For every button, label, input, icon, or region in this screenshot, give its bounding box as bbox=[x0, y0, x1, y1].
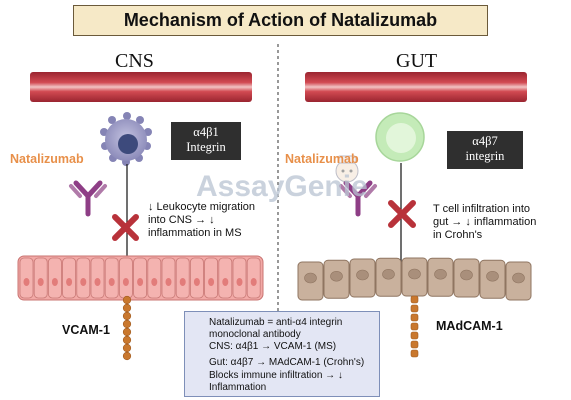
cns-endothelium bbox=[17, 255, 264, 301]
madcam1-receptor-icon bbox=[410, 295, 419, 358]
cns-effect-line-3: inflammation in MS bbox=[148, 227, 242, 239]
diagram-title: Mechanism of Action of Natalizumab bbox=[73, 5, 488, 36]
legend-item-block: Blocks immune infiltration → ↓ Inflammat… bbox=[209, 370, 343, 393]
vcam1-receptor-icon bbox=[122, 295, 132, 361]
gut-blood-vessel bbox=[305, 72, 527, 102]
legend-item-antibody-line-1: Natalizumab = anti-α4 integrin bbox=[209, 317, 343, 328]
madcam1-label: MAdCAM-1 bbox=[436, 319, 503, 333]
vcam1-label: VCAM-1 bbox=[62, 323, 110, 337]
legend-item-cns: CNS: α4β1 → VCAM-1 (MS) bbox=[209, 341, 337, 352]
cns-effect-line-2: into CNS → ↓ bbox=[148, 214, 215, 226]
gut-integrin-label: integrin bbox=[465, 149, 505, 163]
cns-natalizumab-label: Natalizumab bbox=[10, 152, 84, 166]
gut-panel-title: GUT bbox=[396, 50, 438, 72]
cns-integrin-label: Integrin bbox=[186, 140, 226, 154]
gut-epithelium bbox=[297, 257, 532, 301]
legend-item-antibody-line-2: monoclonal antibody bbox=[209, 328, 301, 340]
cns-panel-title: CNS bbox=[115, 50, 154, 72]
gut-antibody-icon bbox=[339, 180, 377, 217]
cns-effect-line-1: ↓ Leukocyte migration bbox=[148, 201, 255, 213]
gut-block-x-icon bbox=[388, 200, 416, 228]
legend-item-block-line-2: Inflammation bbox=[209, 381, 267, 393]
cns-leukocyte-icon bbox=[100, 112, 152, 166]
cns-integrin-name: α4β1 bbox=[193, 125, 219, 139]
gut-effect-line-2: gut → ↓ inflammation bbox=[433, 216, 537, 228]
cns-block-x-icon bbox=[112, 214, 139, 241]
legend-item-block-line-1: Blocks immune infiltration → ↓ bbox=[209, 370, 343, 381]
gut-natalizumab-label: Natalizumab bbox=[285, 152, 359, 166]
watermark-text: AssayGenie bbox=[196, 170, 368, 203]
watermark-mascot-icon bbox=[335, 155, 359, 183]
legend-item-antibody: Natalizumab = anti-α4 integrin monoclona… bbox=[209, 317, 342, 340]
cns-antibody-icon bbox=[69, 180, 107, 217]
gut-effect-line-1: T cell infiltration into bbox=[433, 203, 531, 215]
legend-item-gut: Gut: α4β7 → MAdCAM-1 (Crohn's) bbox=[209, 357, 365, 368]
cns-effect-text: ↓ Leukocyte migration into CNS → ↓ infla… bbox=[148, 201, 255, 240]
gut-effect-line-3: in Crohn's bbox=[433, 229, 483, 241]
gut-t-cell-icon bbox=[375, 112, 425, 162]
gut-integrin-box: α4β7 integrin bbox=[447, 131, 523, 169]
gut-integrin-name: α4β7 bbox=[472, 134, 498, 148]
cns-integrin-box: α4β1 Integrin bbox=[171, 122, 241, 160]
gut-effect-text: T cell infiltration into gut → ↓ inflamm… bbox=[433, 203, 536, 242]
legend-box: Natalizumab = anti-α4 integrin monoclona… bbox=[184, 311, 380, 397]
cns-blood-vessel bbox=[30, 72, 252, 102]
